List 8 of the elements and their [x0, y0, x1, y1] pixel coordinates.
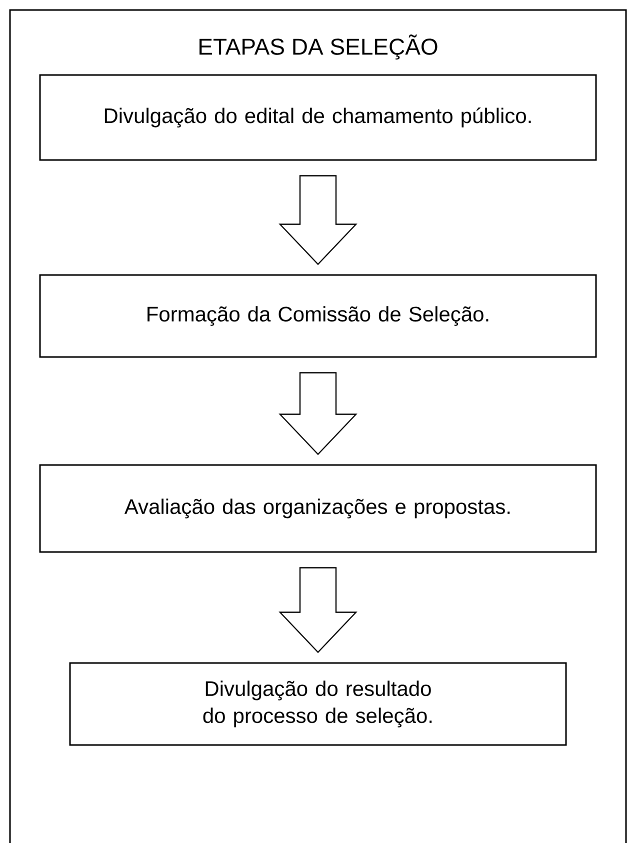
block-arrow — [278, 372, 358, 456]
process-box: Avaliação das organizações e propostas. — [39, 464, 597, 553]
process-box: Formação da Comissão de Seleção. — [39, 274, 597, 358]
block-arrow — [278, 175, 358, 266]
block-arrow — [278, 567, 358, 654]
process-box: Divulgação do resultado do processo de seleção. — [69, 662, 567, 746]
process-box: Divulgação do edital de chamamento público. — [39, 74, 597, 161]
title: ETAPAS DA SELEÇÃO — [200, 34, 438, 60]
